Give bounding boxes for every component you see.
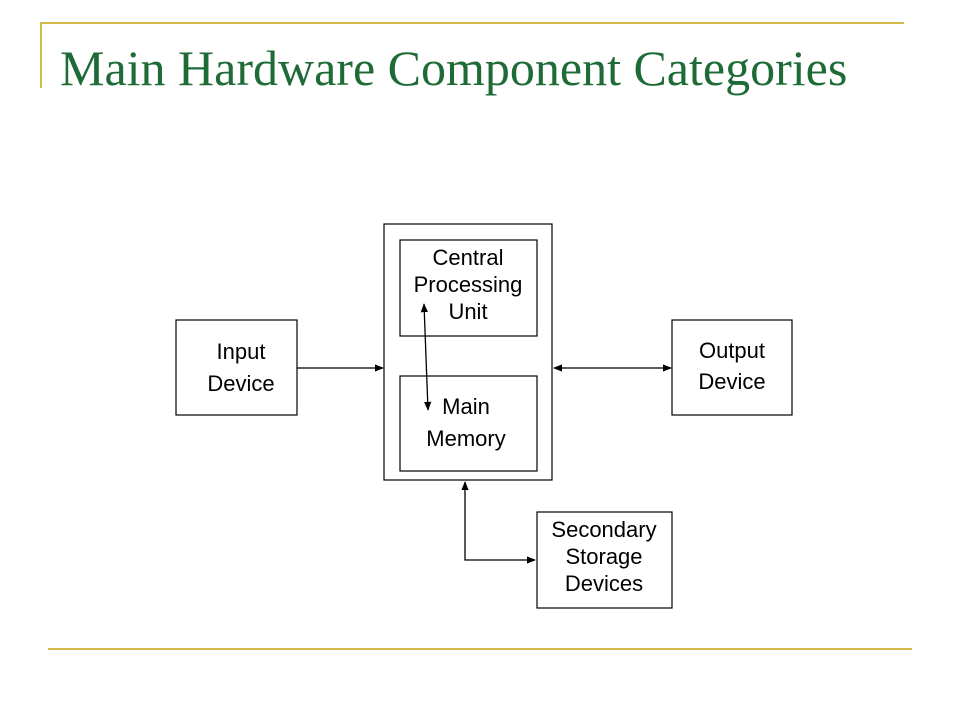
top-rule xyxy=(40,22,904,24)
storage-box xyxy=(536,511,673,609)
storage-label-line: Secondary xyxy=(551,517,656,542)
left-rule xyxy=(40,22,42,88)
cpu-label-line: Central xyxy=(433,245,504,270)
storage-node: Secondary Storage Devices xyxy=(536,511,673,609)
input-label-line: Device xyxy=(207,371,274,396)
storage-label-line: Devices xyxy=(565,571,643,596)
unit-storage-arrow xyxy=(461,481,536,564)
input-node: Input Device xyxy=(175,319,298,416)
input-box xyxy=(175,319,298,416)
storage-label-line: Storage xyxy=(565,544,642,569)
output-box xyxy=(671,319,793,416)
bottom-rule xyxy=(48,648,912,650)
input-label-line: Input xyxy=(217,339,266,364)
cpu-node: Central Processing Unit xyxy=(399,239,538,337)
output-label-line: Device xyxy=(698,369,765,394)
memory-label-line: Memory xyxy=(426,426,505,451)
memory-node: Main Memory xyxy=(399,375,538,472)
cpu-label-line: Processing xyxy=(414,272,523,297)
memory-box xyxy=(399,375,538,472)
slide-title: Main Hardware Component Categories xyxy=(60,40,848,96)
memory-label-line: Main xyxy=(442,394,490,419)
cpu-label-line: Unit xyxy=(448,299,487,324)
output-label-line: Output xyxy=(699,338,765,363)
output-node: Output Device xyxy=(671,319,793,416)
cpu-memory-arrow xyxy=(420,303,432,411)
